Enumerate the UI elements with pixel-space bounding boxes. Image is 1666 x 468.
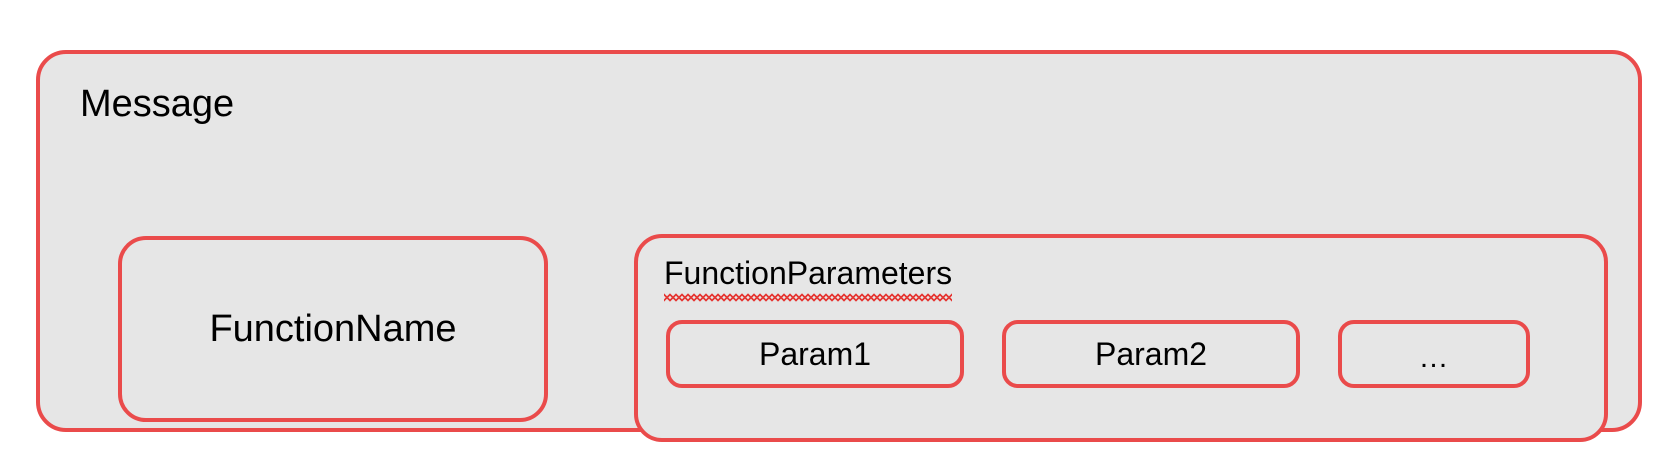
- message-label: Message: [80, 83, 235, 125]
- spellcheck-squiggle-underline: [664, 293, 953, 302]
- param-box-1: Param1: [666, 320, 964, 388]
- function-name-box: FunctionName: [118, 236, 548, 422]
- param-box-2: Param2: [1002, 320, 1300, 388]
- param-label-2: Param2: [1094, 336, 1208, 372]
- message-container: Message FunctionName FunctionParameters …: [36, 50, 1642, 442]
- param-box-ellipsis: …: [1338, 320, 1530, 388]
- param-label-1: Param1: [758, 336, 872, 372]
- function-parameters-label: FunctionParameters: [664, 255, 953, 291]
- function-parameters-box: FunctionParameters Param1 Param2 …: [634, 234, 1608, 442]
- function-parameters-label-group: FunctionParameters: [664, 254, 953, 302]
- param-label-ellipsis: …: [1418, 341, 1450, 374]
- parameter-list: Param1 Param2 …: [666, 320, 1530, 388]
- function-name-label: FunctionName: [209, 308, 457, 350]
